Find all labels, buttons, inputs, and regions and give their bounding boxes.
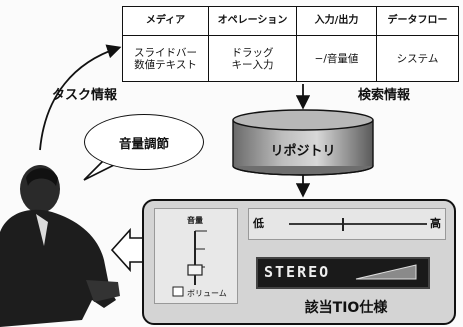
vslider-thumb	[187, 264, 203, 276]
person-silhouette	[0, 165, 120, 327]
stereo-label: STEREO	[264, 263, 331, 281]
header-operation: オペレーション	[208, 5, 297, 37]
panel-to-person-arrow	[110, 227, 144, 273]
vslider-sub: ボリューム	[187, 289, 227, 298]
speech-bubble: 音量調節	[84, 114, 204, 170]
bubble-text: 音量調節	[118, 135, 169, 151]
bubble-tail	[83, 159, 115, 181]
stereo-level-display: STEREO	[256, 257, 430, 289]
header-media: メディア	[122, 5, 209, 37]
vslider-graphic	[172, 230, 207, 297]
repository-cylinder	[232, 109, 374, 176]
repository-label: リポジトリ	[270, 144, 336, 159]
cell-dataflow: システム	[376, 35, 459, 82]
vertical-volume-slider[interactable]: 音量 ボリューム	[154, 208, 238, 304]
hslider-graphic	[289, 218, 427, 231]
cell-operation: ドラッグ キー入力	[208, 35, 297, 82]
header-dataflow: データフロー	[376, 5, 459, 37]
tio-spec-panel: 音量 ボリューム 低 高 STEREO 該当TIO仕様	[142, 199, 456, 325]
tio-spec-label: 該当TIO仕様	[304, 300, 388, 316]
task-info-label: タスク情報	[52, 88, 118, 103]
header-io: 入力/出力	[296, 5, 377, 37]
hslider-low-label: 低	[253, 217, 264, 230]
vslider-title: 音量	[187, 216, 203, 225]
task-info-arrow	[39, 44, 122, 151]
tio-attribute-table: メディア オペレーション 入力/出力 データフロー スライドバー 数値テキスト …	[122, 5, 459, 82]
horizontal-volume-slider[interactable]: 低 高	[248, 208, 446, 240]
level-wedge-icon	[355, 264, 417, 280]
search-info-label: 検索情報	[358, 88, 411, 103]
table-header-row: メディア オペレーション 入力/出力 データフロー	[122, 5, 459, 37]
vslider-value-box	[172, 286, 184, 297]
table-row: スライドバー 数値テキスト ドラッグ キー入力 −/音量値 システム	[122, 35, 459, 82]
hslider-high-label: 高	[430, 217, 441, 230]
cell-io: −/音量値	[296, 35, 377, 82]
cell-media: スライドバー 数値テキスト	[122, 35, 209, 82]
